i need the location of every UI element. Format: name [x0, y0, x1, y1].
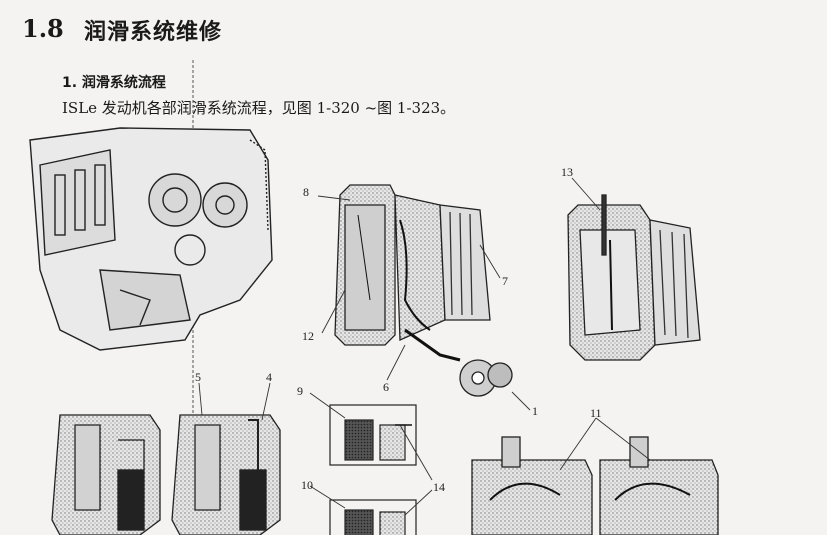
callout-10: 10	[301, 478, 313, 492]
callout-1: 1	[532, 404, 538, 418]
callout-5: 5	[195, 370, 201, 384]
oil-cooler-cutaway	[567, 194, 701, 361]
callout-9: 9	[297, 384, 303, 398]
filter-head-pair-right	[471, 436, 719, 535]
callout-12: 12	[302, 329, 314, 343]
section-number: 1.8	[22, 14, 64, 43]
filter-head-pair-left	[51, 414, 281, 535]
filter-head-cutaway	[334, 184, 513, 397]
engine-block-illustration	[29, 127, 273, 351]
leader-lines	[198, 177, 651, 516]
callout-13: 13	[561, 165, 573, 179]
callout-14: 14	[433, 480, 445, 494]
subsection-title: 1. 润滑系统流程	[62, 75, 166, 91]
callout-4: 4	[266, 370, 272, 384]
callout-6: 6	[383, 380, 389, 394]
section-title: 润滑系统维修	[84, 20, 223, 45]
callout-11: 11	[590, 406, 602, 420]
callout-8: 8	[303, 185, 309, 199]
detail-10	[329, 499, 417, 535]
detail-9	[329, 404, 417, 466]
body-paragraph: ISLe 发动机各部润滑系统流程，见图 1-320 ~图 1-323。	[62, 99, 456, 117]
callout-7: 7	[502, 274, 508, 288]
